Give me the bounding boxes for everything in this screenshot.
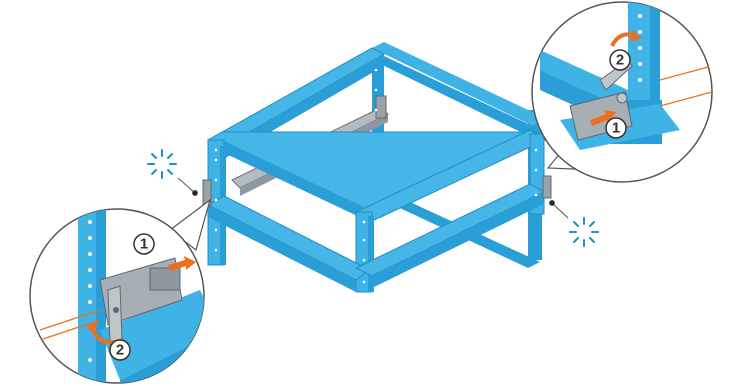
right-step2-label: 2 [616,52,624,69]
post-holes [214,68,538,284]
right-step1-label: 1 [612,120,620,137]
sound-click-burst-icon [147,149,177,179]
callout-leaders [177,177,569,219]
left-step1-badge: 1 [133,233,155,255]
right-step1-badge: 1 [605,117,627,139]
left-step2-badge: 2 [109,339,131,361]
orange-arrow-icon [590,110,616,126]
rail-bracket-front-right [542,175,552,199]
orange-arrow-icon [168,256,196,271]
right-step2-badge: 2 [609,49,631,71]
sound-click-burst-icon [569,217,599,247]
left-step1-label: 1 [140,236,148,253]
callout-left: 1 2 [29,198,212,384]
callout-right: 2 1 [531,1,713,183]
left-step2-label: 2 [116,342,124,359]
rack-frame [202,42,552,293]
